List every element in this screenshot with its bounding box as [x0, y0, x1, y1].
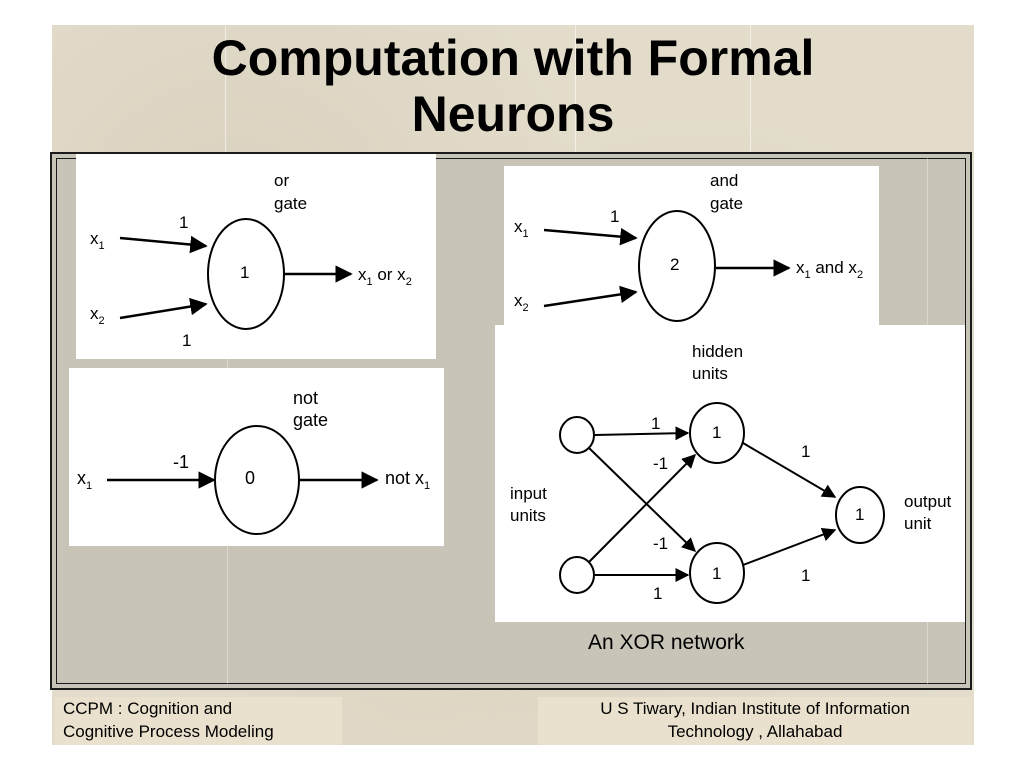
or-threshold: 1 — [240, 263, 249, 282]
xor-edge-in1-h1 — [594, 426, 690, 441]
xor-output-label-line2: unit — [904, 514, 932, 533]
slide-title: Computation with Formal Neurons — [52, 30, 974, 142]
xor-input-node-2 — [559, 556, 595, 594]
or-output-label: x1 or x2 — [358, 265, 412, 288]
xor-hidden1-threshold: 1 — [712, 423, 721, 442]
or-gate-label-line2: gate — [274, 194, 307, 213]
and-output-label: x1 and x2 — [796, 258, 863, 281]
not-gate-label-line2: gate — [293, 410, 328, 430]
xor-input-label-line2: units — [510, 506, 546, 525]
xor-weight-h2-out: 1 — [801, 566, 810, 585]
texture-seam — [575, 25, 576, 153]
or-gate-diagram: or gate x1 x2 1 1 1 x1 or x2 — [90, 171, 412, 350]
xor-hidden-node-2 — [689, 542, 745, 604]
not-output-label: not x1 — [385, 468, 430, 492]
or-gate-label-line1: or — [274, 171, 289, 190]
xor-weight-in1-h1: 1 — [651, 414, 660, 433]
xor-input-node-1 — [559, 416, 595, 454]
and-input2-label: x2 — [514, 291, 529, 314]
or-gate-panel: or gate x1 x2 1 1 1 x1 or x2 — [76, 154, 436, 359]
not-threshold: 0 — [245, 468, 255, 488]
and-gate-label-line1: and — [710, 171, 738, 190]
xor-hidden-label-line1: hidden — [692, 342, 743, 361]
not-gate-diagram: not gate x1 -1 0 not x1 — [77, 388, 430, 535]
and-input1-label: x1 — [514, 217, 529, 240]
footer-left-line2: Cognitive Process Modeling — [63, 722, 274, 741]
and-gate-diagram: and gate x1 x2 1 2 x1 and x2 — [514, 171, 863, 322]
xor-network-panel: hidden units input units output unit 1 1… — [495, 325, 965, 622]
diagram-frame-inner-border — [56, 158, 966, 684]
not-gate-panel: not gate x1 -1 0 not x1 — [69, 368, 444, 546]
xor-edge-h2-out — [742, 527, 837, 566]
texture-seam — [225, 25, 226, 153]
xor-output-node — [835, 486, 885, 544]
or-input2-label: x2 — [90, 304, 105, 327]
or-input1-label: x1 — [90, 229, 105, 252]
footer-left: CCPM : Cognition and Cognitive Process M… — [55, 697, 342, 745]
not-weight1: -1 — [173, 452, 189, 472]
footer-right-line2: Technology , Allahabad — [667, 722, 843, 741]
and-neuron-circle — [638, 210, 716, 322]
slide-title-line2: Neurons — [411, 86, 615, 142]
xor-edge-in1-h2 — [588, 447, 697, 552]
and-gate-label-line2: gate — [710, 194, 743, 213]
xor-edge-h1-out — [742, 442, 837, 498]
and-gate-panel: and gate x1 x2 1 2 x1 and x2 — [504, 166, 879, 326]
texture-seam — [750, 25, 751, 153]
xor-hidden2-threshold: 1 — [712, 564, 721, 583]
and-threshold: 2 — [670, 255, 679, 274]
xor-weight-in2-h1: -1 — [653, 454, 668, 473]
xor-hidden-label-line2: units — [692, 364, 728, 383]
footer-right-line1: U S Tiwary, Indian Institute of Informat… — [600, 699, 910, 718]
and-input2-arrow — [543, 285, 638, 308]
and-input1-arrow — [543, 227, 638, 246]
or-input2-arrow — [119, 297, 208, 320]
slide-title-line1: Computation with Formal — [211, 30, 815, 86]
footer-right: U S Tiwary, Indian Institute of Informat… — [538, 697, 972, 745]
or-input1-arrow — [119, 235, 208, 254]
footer-left-line1: CCPM : Cognition and — [63, 699, 233, 718]
xor-caption: An XOR network — [588, 631, 745, 654]
not-input1-label: x1 — [77, 468, 92, 492]
and-weight1: 1 — [610, 207, 619, 226]
not-gate-label-line1: not — [293, 388, 318, 408]
xor-weight-in2-h2: 1 — [653, 584, 662, 603]
or-weight1: 1 — [179, 213, 188, 232]
or-weight2: 1 — [182, 331, 191, 350]
xor-weight-in1-h2: -1 — [653, 534, 668, 553]
xor-network-diagram: hidden units input units output unit 1 1… — [510, 342, 952, 604]
xor-weight-h1-out: 1 — [801, 442, 810, 461]
xor-output-label-line1: output — [904, 492, 952, 511]
xor-input-label-line1: input — [510, 484, 547, 503]
xor-edge-in2-h1 — [588, 454, 696, 563]
not-neuron-circle — [214, 425, 300, 535]
xor-output-threshold: 1 — [855, 505, 864, 524]
xor-hidden-node-1 — [689, 402, 745, 464]
